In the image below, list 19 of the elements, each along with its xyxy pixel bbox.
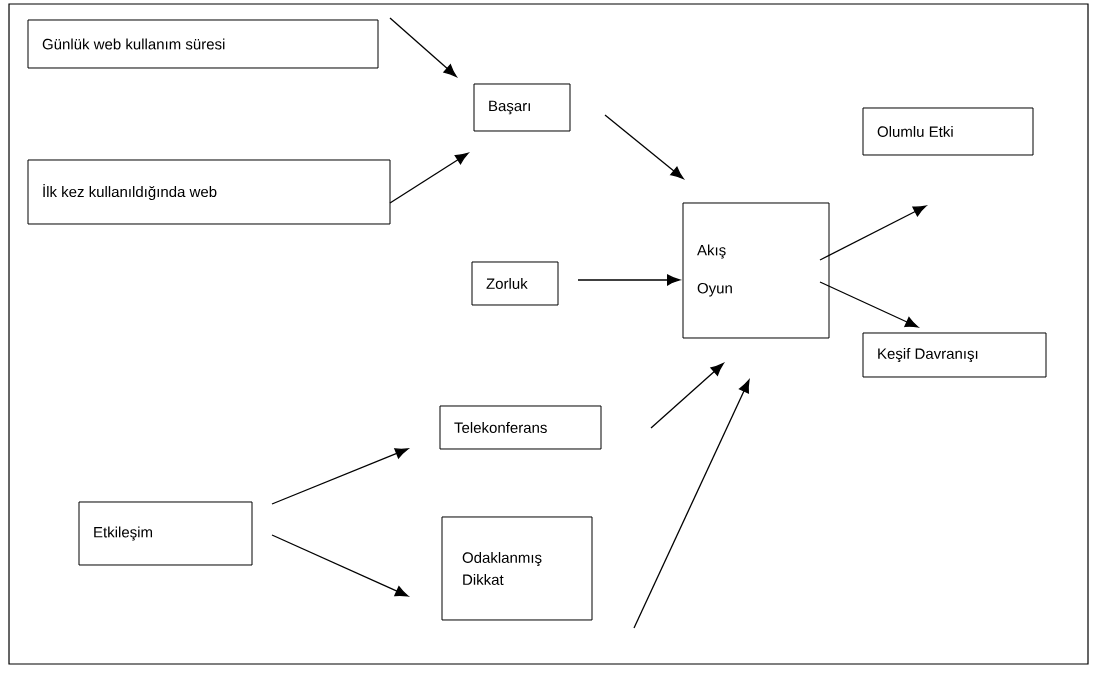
arrow — [271, 534, 409, 597]
box: Zorluk — [471, 261, 559, 306]
box: Akış Oyun — [682, 202, 830, 339]
box: Keşif Davranışı — [862, 332, 1047, 378]
box: Başarı — [473, 83, 571, 132]
box: Etkileşim — [78, 501, 253, 566]
arrow — [819, 281, 919, 328]
box: Olumlu Etki — [862, 107, 1034, 156]
arrow — [819, 205, 927, 261]
arrow — [389, 152, 469, 204]
box: Günlük web kullanım süresi — [27, 19, 379, 69]
arrow — [577, 274, 681, 286]
arrow — [650, 363, 724, 429]
arrow — [633, 379, 750, 629]
box: Odaklanmış Dikkat — [441, 516, 593, 621]
arrow — [271, 448, 409, 505]
box: İlk kez kullanıldığında web — [27, 159, 391, 225]
box: Telekonferans — [439, 405, 602, 450]
arrow — [604, 114, 684, 180]
